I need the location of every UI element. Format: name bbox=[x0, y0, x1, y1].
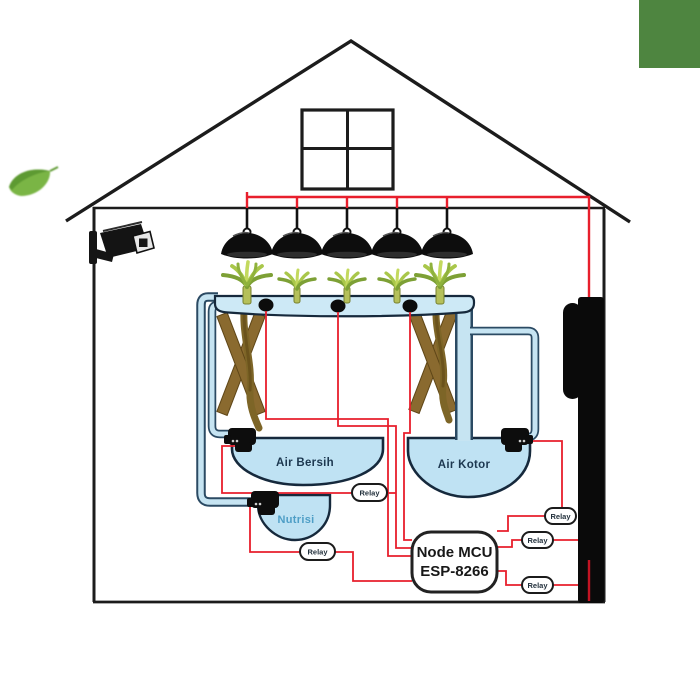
roof-line bbox=[65, 38, 631, 224]
relay-label: Relay bbox=[307, 548, 328, 557]
nodemcu-label-line1: Node MCU bbox=[417, 544, 493, 561]
grow-lamp-icon bbox=[219, 206, 275, 260]
sensor-dot bbox=[330, 299, 346, 313]
relay-label: Relay bbox=[527, 581, 548, 590]
relay-mid-right: Relay bbox=[521, 531, 554, 549]
water-pump-icon bbox=[224, 428, 256, 452]
grow-lamp-icon bbox=[319, 206, 375, 260]
nodemcu-controller: Node MCU ESP-8266 bbox=[410, 530, 499, 594]
water-pipe-left-outer bbox=[196, 292, 254, 507]
electrical-panel-icon bbox=[563, 297, 604, 603]
signal-wires bbox=[221, 311, 592, 586]
cctv-camera-icon bbox=[89, 221, 155, 264]
relay-nutrisi: Relay bbox=[299, 542, 336, 561]
relay-bottom-right: Relay bbox=[521, 576, 554, 594]
grow-lamp-icon bbox=[269, 206, 325, 260]
branch-pipe bbox=[470, 326, 540, 442]
sensor-dot bbox=[258, 298, 274, 312]
grow-lamp-icon bbox=[419, 206, 475, 260]
grow-lamp-icon bbox=[369, 206, 425, 260]
relay-label: Relay bbox=[359, 489, 380, 498]
sensor-dot bbox=[402, 299, 418, 313]
relay-label: Relay bbox=[527, 536, 548, 545]
relay-label: Relay bbox=[550, 512, 571, 521]
tank-air-kotor-label: Air Kotor bbox=[438, 459, 491, 471]
tank-nutrisi-label: Nutrisi bbox=[278, 514, 315, 526]
wood-stand-icon bbox=[408, 310, 458, 414]
tank-air-bersih: Air Bersih bbox=[230, 436, 385, 487]
relay-air-bersih: Relay bbox=[351, 483, 388, 502]
tank-air-kotor: Air Kotor bbox=[406, 436, 532, 499]
tank-air-bersih-label: Air Bersih bbox=[276, 457, 334, 469]
leaf-icon bbox=[9, 166, 59, 196]
nodemcu-label-line2: ESP-8266 bbox=[420, 563, 488, 580]
water-pump-icon bbox=[247, 491, 279, 515]
corner-accent-square bbox=[639, 0, 700, 68]
window-icon bbox=[300, 108, 395, 191]
relay-top-right: Relay bbox=[544, 507, 577, 525]
